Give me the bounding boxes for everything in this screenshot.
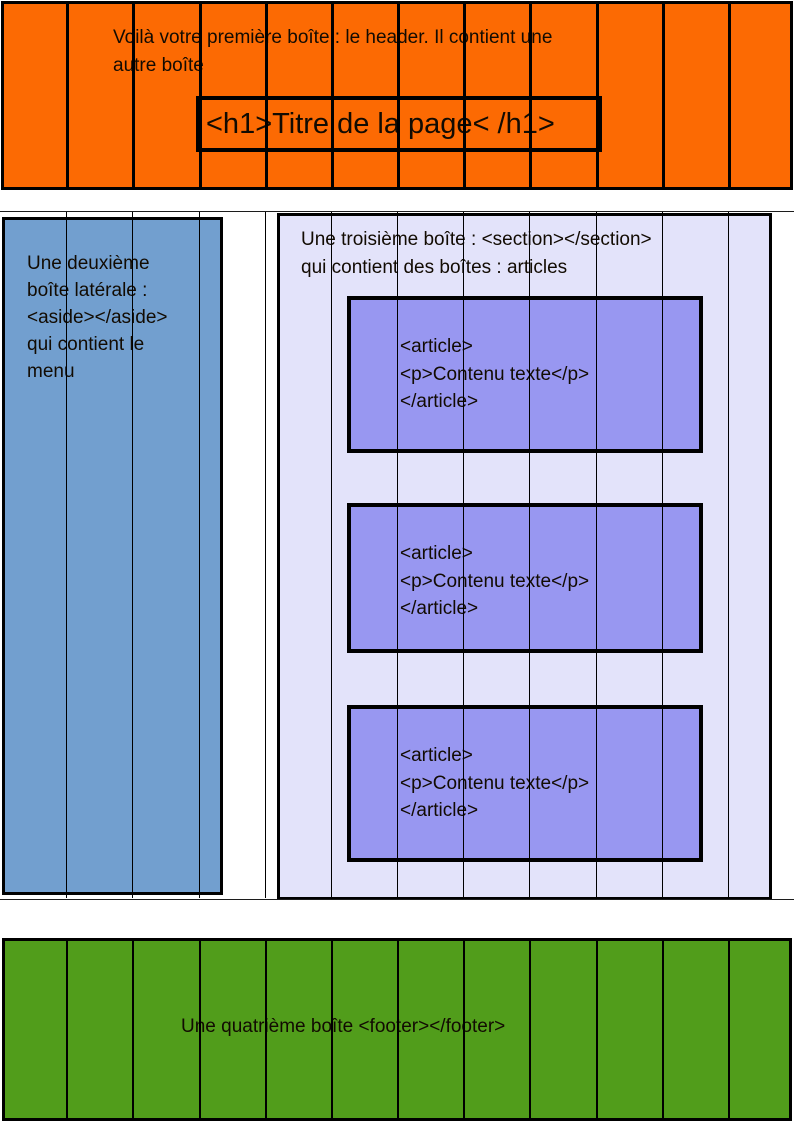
- article-label-1: <article> <p>Contenu texte</p> </article…: [400, 336, 590, 412]
- grid-line: [66, 4, 69, 187]
- grid-line: [331, 212, 332, 898]
- row-divider-bottom: [0, 899, 794, 900]
- header-label: Voilà votre première boîte : le header. …: [113, 27, 553, 76]
- h1-label: <h1>Titre de la page< /h1>: [206, 107, 555, 140]
- grid-line: [397, 4, 400, 187]
- grid-line: [265, 4, 268, 187]
- grid-line: [66, 212, 67, 898]
- section-label: Une troisième boîte : <section></section…: [301, 229, 652, 278]
- grid-line: [199, 941, 201, 1118]
- grid-line: [662, 4, 665, 187]
- article-box-2: <article> <p>Contenu texte</p> </article…: [347, 503, 703, 653]
- section-box: Une troisième boîte : <section></section…: [277, 213, 772, 900]
- grid-line: [596, 4, 599, 187]
- grid-line: [331, 941, 333, 1118]
- grid-line: [132, 212, 133, 898]
- grid-line: [728, 4, 731, 187]
- grid-line: [662, 941, 664, 1118]
- grid-line: [265, 941, 267, 1118]
- grid-line: [397, 941, 399, 1118]
- grid-line: [662, 212, 663, 898]
- grid-line: [728, 941, 730, 1118]
- grid-line: [265, 212, 266, 898]
- aside-box: Une deuxième boîte latérale : <aside></a…: [2, 217, 223, 895]
- grid-line: [66, 941, 68, 1118]
- grid-line: [331, 4, 334, 187]
- grid-line: [529, 941, 531, 1118]
- grid-line: [132, 4, 135, 187]
- article-box-3: <article> <p>Contenu texte</p> </article…: [347, 705, 703, 862]
- grid-line: [463, 212, 464, 898]
- article-box-1: <article> <p>Contenu texte</p> </article…: [347, 296, 703, 453]
- grid-line: [199, 4, 202, 187]
- grid-line: [596, 212, 597, 898]
- article-label-2: <article> <p>Contenu texte</p> </article…: [400, 543, 590, 619]
- aside-label: Une deuxième boîte latérale : <aside></a…: [27, 253, 168, 382]
- grid-line: [463, 941, 465, 1118]
- article-label-3: <article> <p>Contenu texte</p> </article…: [400, 745, 590, 821]
- grid-line: [132, 941, 134, 1118]
- row-divider-top: [0, 211, 794, 212]
- grid-line: [199, 212, 200, 898]
- grid-line: [529, 4, 532, 187]
- grid-line: [529, 212, 530, 898]
- footer-label: Une quatrième boîte <footer></footer>: [181, 1016, 506, 1037]
- grid-line: [596, 941, 598, 1118]
- grid-line: [463, 4, 466, 187]
- grid-line: [397, 212, 398, 898]
- grid-line: [728, 212, 729, 898]
